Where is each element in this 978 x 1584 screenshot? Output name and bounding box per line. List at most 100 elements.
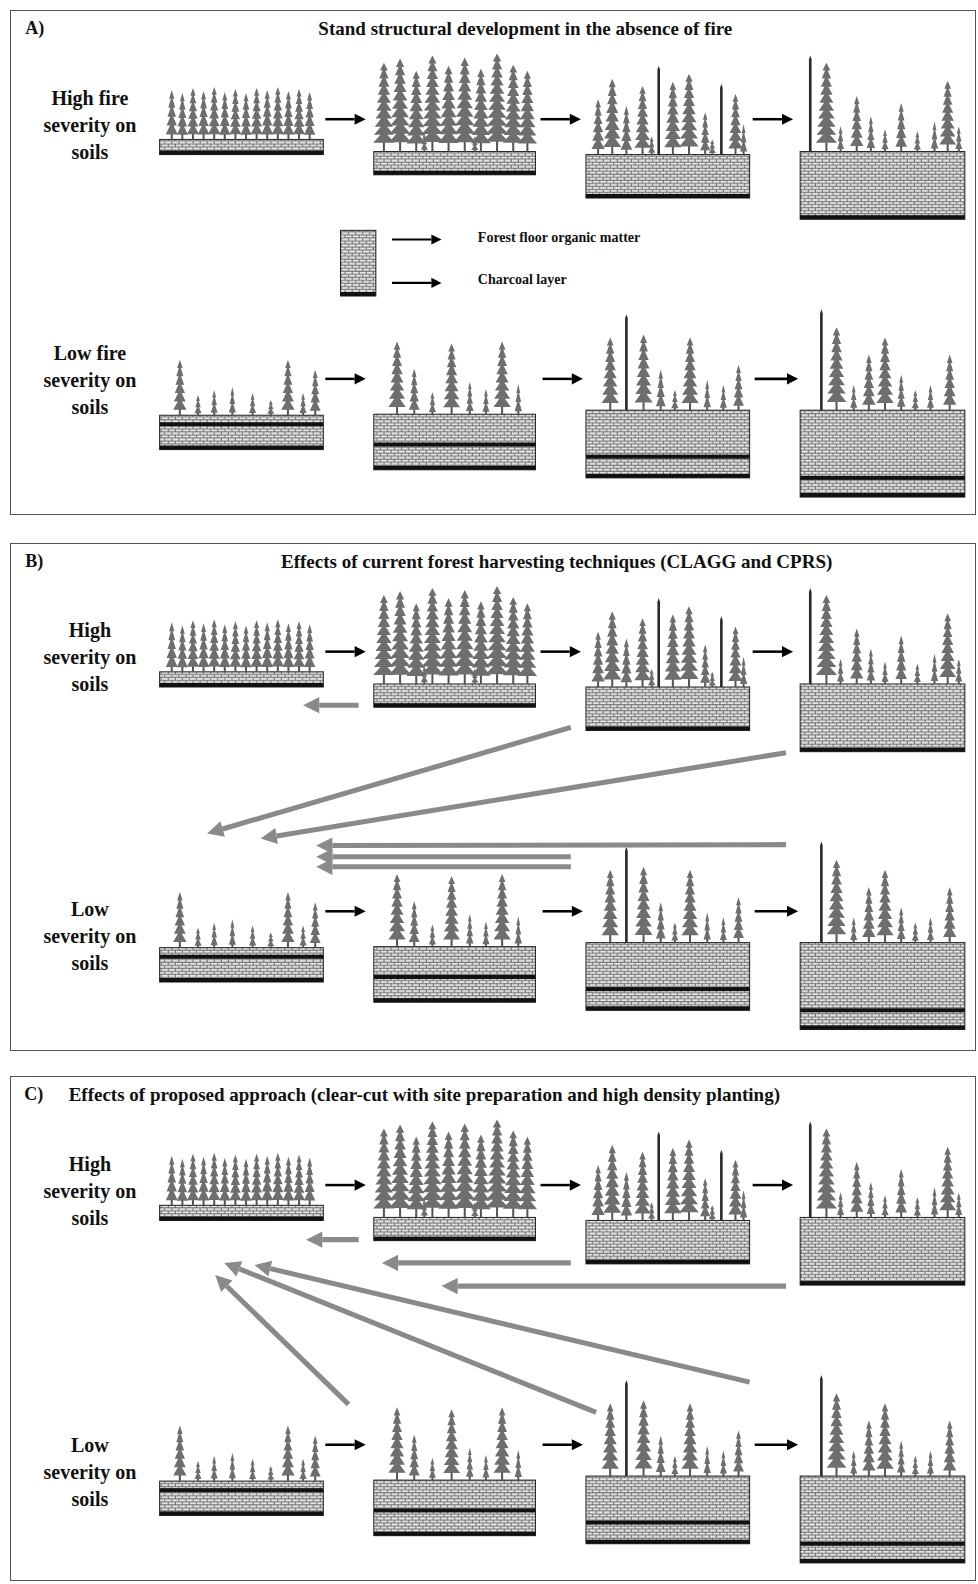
spruce-tree xyxy=(249,1459,256,1479)
row-label: Low severity on soils xyxy=(36,896,144,977)
spruce-tree xyxy=(876,1403,893,1468)
harvest-arrow-head xyxy=(316,859,332,875)
spruce-tree xyxy=(897,907,905,939)
succession-arrow-shaft xyxy=(755,910,787,913)
charcoal-layer xyxy=(586,987,750,991)
spruce-tree xyxy=(897,1441,905,1473)
succession-arrow-head xyxy=(782,114,793,125)
charcoal-layer xyxy=(586,194,750,198)
charcoal-layer xyxy=(800,748,965,752)
spruce-tree xyxy=(850,1162,863,1212)
spruce-tree xyxy=(240,625,251,667)
spruce-tree xyxy=(931,121,938,148)
spruce-tree xyxy=(229,919,236,944)
spruce-tree xyxy=(198,1157,210,1201)
spruce-tree xyxy=(304,92,315,135)
spruce-tree xyxy=(421,1199,428,1215)
charcoal-layer xyxy=(374,1532,536,1536)
charcoal-layer xyxy=(586,455,750,459)
tree-trunk xyxy=(526,675,528,684)
succession-arrow-head xyxy=(782,646,793,657)
spruce-tree xyxy=(709,1205,716,1219)
panel-box: A)Stand structural development in the ab… xyxy=(10,10,976,515)
succession-arrow-head xyxy=(355,1439,366,1450)
tree-trunk xyxy=(884,1468,886,1476)
soil-block xyxy=(160,415,324,449)
spruce-tree xyxy=(518,603,537,676)
spruce-tree xyxy=(443,1409,460,1473)
charcoal-layer xyxy=(160,1488,324,1492)
spruce-tree xyxy=(409,1435,420,1476)
spruce-tree xyxy=(208,619,221,666)
spruce-tree xyxy=(955,126,962,149)
spruce-tree xyxy=(194,395,201,413)
tree-trunk xyxy=(836,401,838,410)
succession-arrow-head xyxy=(355,114,366,125)
tree-trunk xyxy=(734,1213,736,1220)
spruce-tree xyxy=(388,874,405,939)
spruce-tree xyxy=(177,1159,188,1201)
spruce-tree xyxy=(272,619,285,666)
tree-trunk xyxy=(643,402,645,411)
charcoal-layer xyxy=(374,1237,536,1241)
succession-arrow-shaft xyxy=(543,910,572,913)
spruce-tree xyxy=(867,649,875,681)
spruce-tree xyxy=(816,1129,837,1209)
spruce-tree xyxy=(740,124,747,151)
tree-trunk xyxy=(383,674,385,684)
spruce-tree xyxy=(219,92,230,135)
spruce-tree xyxy=(728,94,743,149)
soil-block xyxy=(160,948,324,982)
charcoal-layer xyxy=(800,1559,965,1563)
spruce-tree xyxy=(429,392,436,412)
snag xyxy=(809,56,812,152)
spruce-tree xyxy=(602,1403,619,1468)
spruce-tree xyxy=(503,1131,524,1209)
spruce-tree xyxy=(912,1456,919,1474)
succession-arrow-shaft xyxy=(753,650,782,653)
panel-box: C)Effects of proposed approach (clear-cu… xyxy=(10,1076,976,1581)
spruce-tree xyxy=(471,669,478,683)
legend-arrow-shaft xyxy=(392,282,431,284)
spruce-tree xyxy=(876,870,893,935)
succession-arrow-head xyxy=(572,1439,583,1450)
spruce-tree xyxy=(482,921,489,944)
tree-trunk xyxy=(415,142,417,151)
succession-arrow-head xyxy=(355,1180,366,1191)
harvest-arrow-shaft xyxy=(277,753,786,836)
tree-trunk xyxy=(431,1207,433,1218)
succession-arrow-shaft xyxy=(325,118,354,121)
soil-block xyxy=(586,943,750,1011)
tree-trunk xyxy=(672,146,674,154)
harvest-arrow-head xyxy=(261,828,278,844)
harvest-arrow-head xyxy=(215,1275,232,1292)
soil-block xyxy=(374,1217,536,1240)
spruce-tree xyxy=(912,390,919,408)
spruce-tree xyxy=(485,1119,508,1207)
tree-trunk xyxy=(480,675,482,684)
succession-arrow-shaft xyxy=(325,1443,354,1446)
spruce-tree xyxy=(827,860,847,935)
legend-charcoal-sample xyxy=(340,292,375,296)
spruce-tree xyxy=(931,654,938,681)
charcoal-layer xyxy=(374,1508,536,1512)
charcoal-layer xyxy=(160,422,324,426)
succession-arrow-shaft xyxy=(541,118,570,121)
spruce-tree xyxy=(388,1407,405,1472)
spruce-tree xyxy=(681,337,698,402)
spruce-tree xyxy=(862,887,875,937)
spruce-tree xyxy=(648,1202,655,1218)
spruce-tree xyxy=(281,892,294,942)
charcoal-layer xyxy=(160,683,324,687)
spruce-tree xyxy=(250,620,262,666)
spruce-tree xyxy=(466,1448,474,1477)
legend-arrow-head xyxy=(431,278,441,288)
tree-trunk xyxy=(672,679,674,687)
spruce-tree xyxy=(939,81,956,145)
spruce-tree xyxy=(931,1187,938,1214)
soil-block xyxy=(160,1481,324,1515)
harvest-arrow-head xyxy=(306,1232,322,1248)
spruce-tree xyxy=(621,1172,633,1216)
spruce-tree xyxy=(421,588,444,674)
spruce-tree xyxy=(881,662,888,682)
